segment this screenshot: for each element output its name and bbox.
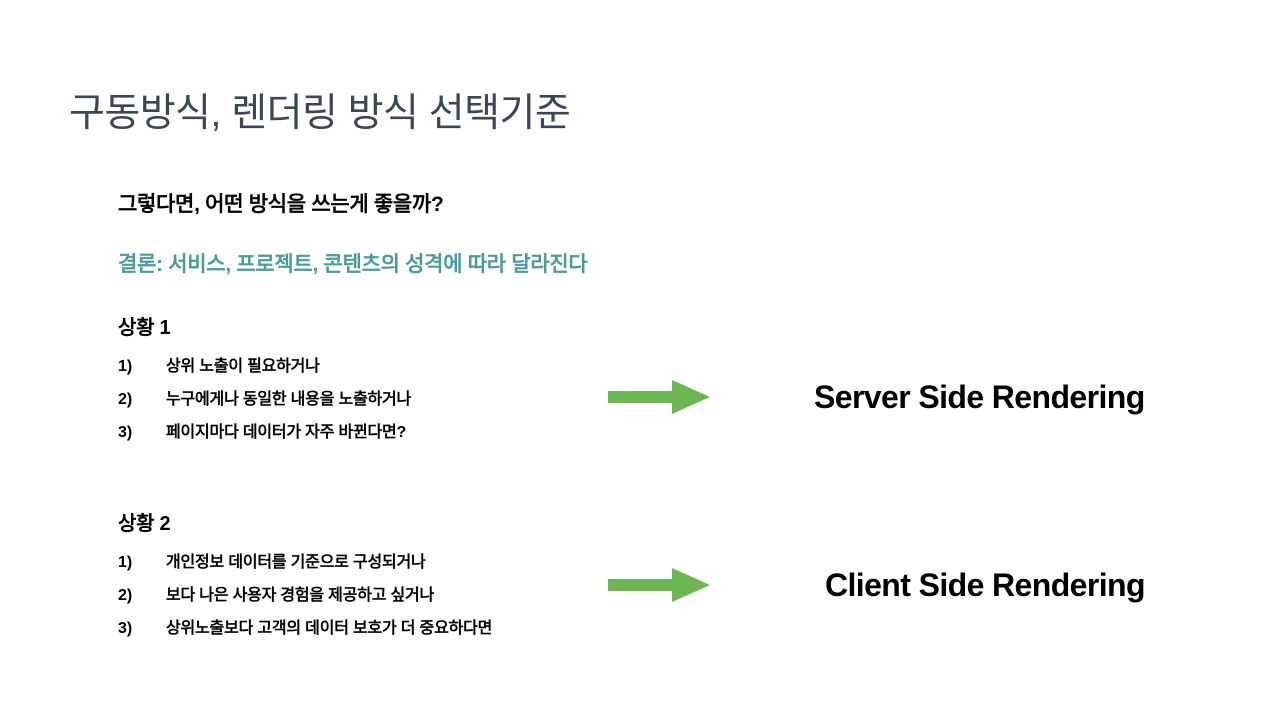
list-item-label: 페이지마다 데이터가 자주 바뀐다면? bbox=[166, 424, 407, 441]
list-item-marker: 2) bbox=[118, 391, 133, 408]
arrow-right-icon bbox=[608, 377, 710, 417]
situation-1-heading: 상황 1 bbox=[118, 317, 171, 339]
arrow-right-icon bbox=[608, 565, 710, 605]
lead-conclusion-text: 결론: 서비스, 프로젝트, 콘텐츠의 성격에 따라 달라진다 bbox=[118, 253, 588, 276]
lead-question-text: 그렇다면, 어떤 방식을 쓰는게 좋을까? bbox=[118, 193, 444, 216]
page-title: 구동방식, 렌더링 방식 선택기준 bbox=[69, 92, 571, 136]
list-item: 3) 상위노출보다 고객의 데이터 보호가 더 중요하다면 bbox=[118, 614, 492, 647]
list-item-marker: 1) bbox=[118, 358, 133, 375]
list-item-marker: 3) bbox=[118, 424, 133, 441]
situation-1-list: 1) 상위 노출이 필요하거나 2) 누구에게나 동일한 내용을 노출하거나 3… bbox=[118, 352, 411, 451]
situation-2-list: 1) 개인정보 데이터를 기준으로 구성되거나 2) 보다 나은 사용자 경험을… bbox=[118, 548, 492, 647]
outcome-label-client-side-rendering: Client Side Rendering bbox=[825, 567, 1145, 603]
list-item: 1) 개인정보 데이터를 기준으로 구성되거나 bbox=[118, 548, 492, 581]
list-item-label: 상위노출보다 고객의 데이터 보호가 더 중요하다면 bbox=[166, 620, 493, 637]
list-item: 3) 페이지마다 데이터가 자주 바뀐다면? bbox=[118, 418, 411, 451]
list-item-label: 상위 노출이 필요하거나 bbox=[166, 358, 320, 375]
situation-2-heading: 상황 2 bbox=[118, 513, 171, 535]
list-item: 1) 상위 노출이 필요하거나 bbox=[118, 352, 411, 385]
list-item-marker: 1) bbox=[118, 554, 133, 571]
outcome-label-server-side-rendering: Server Side Rendering bbox=[814, 379, 1145, 415]
list-item-marker: 2) bbox=[118, 587, 133, 604]
list-item-label: 보다 나은 사용자 경험을 제공하고 싶거나 bbox=[166, 587, 435, 604]
list-item: 2) 누구에게나 동일한 내용을 노출하거나 bbox=[118, 385, 411, 418]
list-item-marker: 3) bbox=[118, 620, 133, 637]
list-item-label: 누구에게나 동일한 내용을 노출하거나 bbox=[166, 391, 412, 408]
list-item-label: 개인정보 데이터를 기준으로 구성되거나 bbox=[166, 554, 426, 571]
situation-block-1: 상황 1 1) 상위 노출이 필요하거나 2) 누구에게나 동일한 내용을 노출… bbox=[118, 311, 411, 451]
list-item: 2) 보다 나은 사용자 경험을 제공하고 싶거나 bbox=[118, 581, 492, 614]
situation-block-2: 상황 2 1) 개인정보 데이터를 기준으로 구성되거나 2) 보다 나은 사용… bbox=[118, 507, 492, 647]
